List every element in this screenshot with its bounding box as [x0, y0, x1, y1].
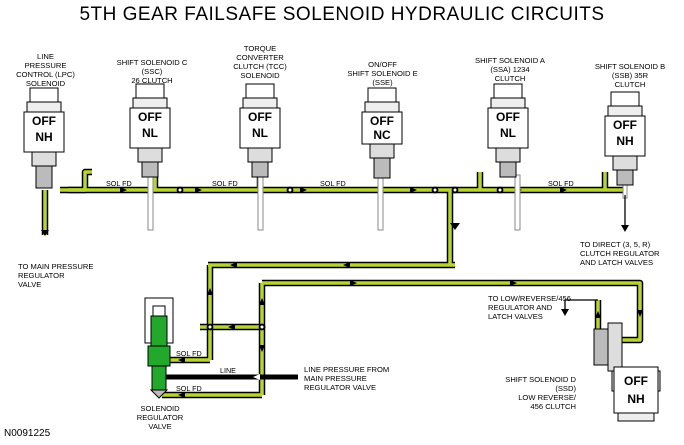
- lpc-solenoid-body: [23, 87, 65, 189]
- to-direct-note: TO DIRECT (3, 5, R) CLUTCH REGULATOR AND…: [580, 240, 660, 267]
- line-pressure-from-note: LINE PRESSURE FROM MAIN PRESSURE REGULAT…: [304, 365, 390, 392]
- ssd-state-top: OFF: [624, 374, 648, 388]
- figure-code: N0091225: [4, 428, 51, 439]
- ssa-solenoid-body: [487, 83, 529, 178]
- tcc-solenoid-body: [239, 83, 281, 178]
- sol-fd-label-4: SOL FD: [548, 179, 574, 188]
- sse-state-bottom: NC: [373, 128, 391, 142]
- ssa-label: SHIFT SOLENOID A (SSA) 1234 CLUTCH: [475, 56, 545, 83]
- ssc-state-bottom: NL: [142, 126, 158, 140]
- tcc-state-bottom: NL: [252, 126, 268, 140]
- ssd-state-bottom: NH: [627, 392, 645, 406]
- ssc-label: SHIFT SOLENOID C (SSC) 26 CLUTCH: [116, 58, 188, 85]
- lpc-state-top: OFF: [32, 114, 56, 128]
- solenoid-regulator-valve: [144, 297, 174, 399]
- lpc-state-bottom: NH: [35, 130, 53, 144]
- exhaust-stems: [147, 174, 628, 231]
- sol-fd-label-1: SOL FD: [106, 179, 132, 188]
- lpc-label: LINE PRESSURE CONTROL (LPC) SOLENOID: [16, 52, 75, 88]
- junction-dots: [176, 186, 504, 331]
- ssd-label: SHIFT SOLENOID D (SSD) LOW REVERSE/ 456 …: [505, 375, 576, 411]
- sse-state-top: OFF: [370, 114, 394, 128]
- to-low-reverse-note: TO LOW/REVERSE/456 REGULATOR AND LATCH V…: [488, 294, 571, 321]
- tcc-label: TORQUE CONVERTER CLUTCH (TCC) SOLENOID: [233, 44, 287, 80]
- sse-solenoid-body: [361, 87, 403, 179]
- sol-fd-label-2: SOL FD: [212, 179, 238, 188]
- ssb-label: SHIFT SOLENOID B (SSB) 35R CLUTCH: [594, 62, 666, 89]
- ssb-solenoid-body: [604, 91, 646, 186]
- ssd-output-arrow: [561, 299, 598, 316]
- ssb-output-arrow: [621, 195, 629, 232]
- diagram-title: 5TH GEAR FAILSAFE SOLENOID HYDRAULIC CIR…: [79, 4, 605, 25]
- to-main-pressure-note: TO MAIN PRESSURE REGULATOR VALVE: [18, 262, 94, 289]
- lpc-output-pipe: [41, 190, 49, 236]
- ssb-state-top: OFF: [613, 118, 637, 132]
- tcc-state-top: OFF: [248, 110, 272, 124]
- solenoid-regulator-label: SOLENOID REGULATOR VALVE: [136, 404, 184, 431]
- ssc-solenoid-body: [129, 83, 171, 178]
- sol-fd-label-reg2: SOL FD: [176, 384, 202, 393]
- sol-fd-label-3: SOL FD: [320, 179, 346, 188]
- line-pressure-pipe: [160, 374, 298, 380]
- sol-fd-label-reg: SOL FD: [176, 349, 202, 358]
- ssa-state-top: OFF: [496, 110, 520, 124]
- ssb-state-bottom: NH: [616, 134, 634, 148]
- ssd-solenoid-body: [593, 322, 661, 422]
- ssc-state-top: OFF: [138, 110, 162, 124]
- sse-label: ON/OFF SHIFT SOLENOID E (SSE): [347, 60, 418, 87]
- line-label: LINE: [220, 366, 236, 375]
- ssa-state-bottom: NL: [500, 126, 516, 140]
